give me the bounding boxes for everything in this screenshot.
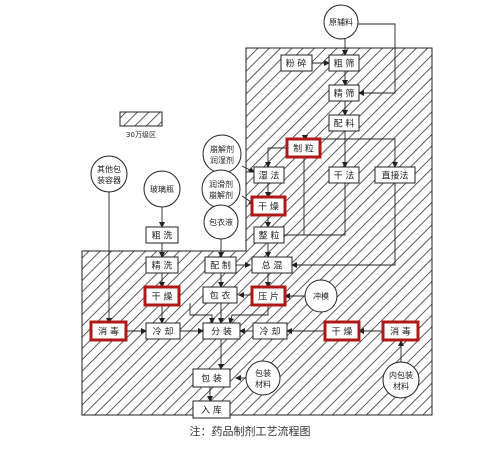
material-runhuaji-bengjieji: 润滑剂 崩解剂 xyxy=(201,169,241,209)
process-steps: 粉 碎 粗 筛 精 筛 配 料 制 粒 湿 法 干 法 直接法 xyxy=(89,54,420,419)
svg-text:精 洗: 精 洗 xyxy=(152,260,173,272)
material-chongmo: 冲模 xyxy=(304,279,338,313)
svg-text:干 燥: 干 燥 xyxy=(152,292,173,303)
svg-text:玻璃瓶: 玻璃瓶 xyxy=(150,184,174,194)
step-zhili: 制 粒 xyxy=(285,137,322,159)
step-xiaodu-right: 消 毒 xyxy=(381,320,420,342)
svg-text:直接法: 直接法 xyxy=(381,170,408,182)
svg-text:压 片: 压 片 xyxy=(258,291,279,303)
svg-text:崩解剂: 崩解剂 xyxy=(209,190,233,200)
svg-text:配 料: 配 料 xyxy=(334,118,355,130)
svg-text:湿 法: 湿 法 xyxy=(259,170,280,182)
step-lengque-left: 冷 却 xyxy=(145,322,181,340)
svg-text:冷 却: 冷 却 xyxy=(153,326,174,338)
step-jingxi: 精 洗 xyxy=(145,256,179,274)
svg-text:材料: 材料 xyxy=(255,379,271,389)
step-lengque-right: 冷 却 xyxy=(252,322,288,340)
svg-text:消 毒: 消 毒 xyxy=(98,326,119,338)
step-cushai: 粗 筛 xyxy=(328,54,360,72)
step-ruku: 入 库 xyxy=(192,400,231,419)
svg-text:分 装: 分 装 xyxy=(211,326,232,338)
step-peiliao: 配 料 xyxy=(328,114,360,132)
svg-text:消 毒: 消 毒 xyxy=(390,326,411,338)
material-yuanfuliao: 原辅料 xyxy=(323,4,359,40)
step-ganzao-mid: 干 燥 xyxy=(250,195,287,217)
step-zhengli: 整 粒 xyxy=(253,226,285,244)
svg-text:入 库: 入 库 xyxy=(201,404,222,416)
figure-caption: 注：药品制剂工艺流程图 xyxy=(189,425,311,438)
svg-text:粉 碎: 粉 碎 xyxy=(286,58,307,70)
step-peizhi: 配 制 xyxy=(204,256,237,274)
step-fensui: 粉 碎 xyxy=(280,54,313,72)
svg-text:冷 却: 冷 却 xyxy=(260,326,281,338)
material-qitabaozhuang: 其他包 装容器 xyxy=(90,155,128,193)
step-yapian: 压 片 xyxy=(250,285,287,307)
connectors xyxy=(106,23,404,402)
step-jingshai: 精 筛 xyxy=(328,84,360,102)
svg-text:包 衣: 包 衣 xyxy=(210,290,231,302)
svg-text:润湿剂: 润湿剂 xyxy=(210,155,234,165)
step-xiaodu-left: 消 毒 xyxy=(89,320,128,342)
material-bengjieji-runshiji: 崩解剂 润湿剂 xyxy=(202,134,242,174)
material-inputs: 原辅料 崩解剂 润湿剂 润滑剂 崩解剂 包衣液 玻璃瓶 其他包 装容器 冲模 xyxy=(90,4,420,399)
svg-text:制 粒: 制 粒 xyxy=(293,143,314,155)
svg-text:干 法: 干 法 xyxy=(334,170,355,182)
svg-text:包 装: 包 装 xyxy=(201,373,222,385)
step-cuxi: 粗 洗 xyxy=(145,226,179,244)
svg-text:干 燥: 干 燥 xyxy=(258,202,279,213)
legend-swatch xyxy=(119,111,163,127)
material-baozhuangcailiao: 包装 材料 xyxy=(245,360,281,396)
svg-text:装容器: 装容器 xyxy=(97,175,121,185)
step-ganzao-right: 干 燥 xyxy=(323,320,361,342)
svg-text:润滑剂: 润滑剂 xyxy=(209,179,233,189)
svg-text:包衣液: 包衣液 xyxy=(209,217,233,227)
step-zhijiefa: 直接法 xyxy=(374,166,416,184)
svg-text:粗 洗: 粗 洗 xyxy=(152,230,173,242)
material-boliping: 玻璃瓶 xyxy=(143,170,181,208)
step-shifa: 湿 法 xyxy=(253,166,285,184)
svg-text:精 筛: 精 筛 xyxy=(334,88,355,100)
step-baoyi: 包 衣 xyxy=(202,286,238,304)
svg-text:内包装: 内包装 xyxy=(389,370,413,380)
svg-text:崩解剂: 崩解剂 xyxy=(210,144,234,154)
step-ganfa: 干 法 xyxy=(328,166,360,184)
step-baozhuang: 包 装 xyxy=(192,368,231,388)
material-baoyiye: 包衣液 xyxy=(203,204,239,240)
svg-text:干 燥: 干 燥 xyxy=(332,327,353,338)
svg-text:包装: 包装 xyxy=(255,368,271,378)
step-fenzhuang: 分 装 xyxy=(202,322,241,340)
step-ganzao-left: 干 燥 xyxy=(143,285,181,307)
svg-text:冲模: 冲模 xyxy=(313,291,329,301)
step-zonghun: 总 混 xyxy=(251,256,293,274)
material-neibaozhuang: 内包装 材料 xyxy=(382,361,420,399)
svg-text:粗 筛: 粗 筛 xyxy=(334,58,355,70)
svg-text:原辅料: 原辅料 xyxy=(329,17,353,27)
legend-label: 30万级区 xyxy=(126,130,156,139)
svg-text:配 制: 配 制 xyxy=(210,260,231,272)
svg-text:材料: 材料 xyxy=(393,381,409,391)
svg-text:其他包: 其他包 xyxy=(97,164,121,174)
svg-text:整 粒: 整 粒 xyxy=(259,230,280,242)
svg-text:总 混: 总 混 xyxy=(262,260,283,272)
